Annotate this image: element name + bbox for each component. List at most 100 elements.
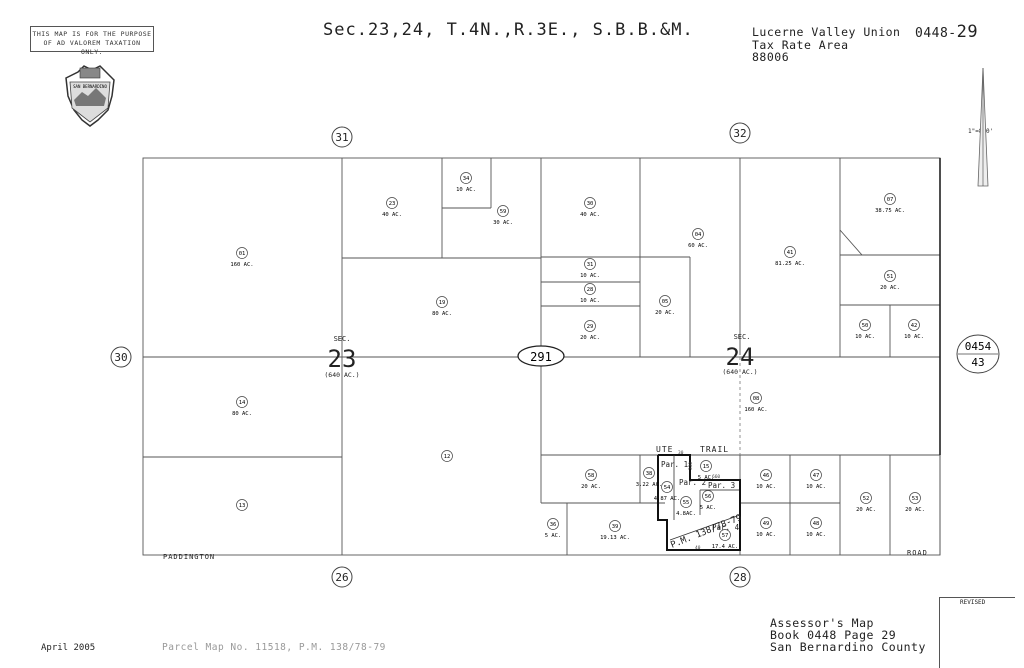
- par-4-label: Par. 4: [712, 523, 740, 532]
- parcel-number: 05: [662, 299, 669, 305]
- parcel-number-circle: [692, 228, 704, 240]
- adjacent-section-28: 28: [733, 571, 746, 584]
- road-road: ROAD: [907, 549, 928, 557]
- adjacent-section-32: 32: [733, 127, 746, 140]
- parcel-acreage: 20 AC.: [581, 484, 601, 490]
- map-title: Sec.23,24, T.4N.,R.3E., S.B.B.&M.: [323, 20, 694, 40]
- parcel-number-circle: [750, 392, 762, 404]
- dim-40: 40: [695, 545, 701, 551]
- parcel-number-circle: [609, 520, 621, 532]
- road-paddington: PADDINGTON: [163, 553, 215, 561]
- parcel-number: 19: [439, 300, 446, 306]
- parcel-number-circle: [700, 460, 712, 472]
- parcel-number: 08: [753, 396, 760, 402]
- parcel-acreage: 81.25 AC.: [775, 261, 805, 267]
- parcel-acreage: 17.4 AC.: [712, 544, 739, 550]
- parcel-number-circle: [909, 492, 921, 504]
- parcel-number-circle: [236, 396, 248, 408]
- seal-text: SAN BERNARDINO: [73, 84, 107, 89]
- parcel-number-circle: [584, 197, 596, 209]
- parcel-13: 13: [236, 499, 248, 511]
- section-24-number: 24: [726, 343, 755, 371]
- parcel-number: 15: [703, 464, 710, 470]
- parcel-number: 59: [500, 209, 507, 215]
- adjacent-section-26: 26: [335, 571, 348, 584]
- parcel-number-circle: [547, 518, 559, 530]
- revised-box: [939, 597, 1015, 668]
- parcel-number-circle: [760, 469, 772, 481]
- assessor-county: San Bernardino County: [770, 640, 926, 654]
- parcel-58: 58 20 AC.: [581, 469, 601, 490]
- parcel-number-circle: [236, 499, 248, 511]
- adjacent-section-30: 30: [114, 351, 127, 364]
- parcel-number: 57: [722, 533, 729, 539]
- section-24-label: SEC.: [734, 333, 751, 341]
- parcel-number: 14: [239, 400, 246, 406]
- parcel-acreage: 10 AC.: [756, 484, 776, 490]
- parcel-number: 52: [863, 496, 870, 502]
- par-2-label: Par. 2: [679, 478, 706, 487]
- parcel-acreage: 10 AC.: [580, 273, 600, 279]
- section-23-acres: (640 AC.): [324, 371, 359, 379]
- section-24-acres: (640 AC.): [722, 368, 757, 376]
- parcel-number-circle: [859, 319, 871, 331]
- parcel-acreage: 10 AC.: [904, 334, 924, 340]
- parcel-number-circle: [584, 258, 596, 270]
- parcel-number-circle: [810, 517, 822, 529]
- parcel-acreage: 20 AC.: [880, 285, 900, 291]
- parcel-number: 13: [239, 503, 246, 509]
- parcel-number: 46: [763, 473, 770, 479]
- adjacent-map-book: 0454: [965, 340, 992, 353]
- map-date: April 2005: [41, 643, 96, 653]
- parcel-acreage: 10 AC.: [456, 187, 476, 193]
- disclaimer-line-1: THIS MAP IS FOR THE PURPOSE: [32, 30, 152, 38]
- parcel-number: 28: [587, 287, 594, 293]
- parcel-number-circle: [497, 205, 509, 217]
- parcel-acreage: 5 AC.: [700, 505, 717, 511]
- revised-label: REVISED: [960, 599, 986, 606]
- parcel-acreage: 40 AC.: [382, 212, 402, 218]
- dim-330: 330: [688, 462, 694, 470]
- parcel-number: 48: [813, 521, 820, 527]
- parcel-number: 58: [588, 473, 595, 479]
- parcel-number-circle: [460, 172, 472, 184]
- road-shield: 291: [517, 345, 565, 367]
- parcel-number-circle: [386, 197, 398, 209]
- assessor-title: Assessor's Map: [770, 616, 874, 630]
- assessor-block: Assessor's Map Book 0448 Page 29 San Ber…: [770, 617, 926, 653]
- parcel-36: 365 AC.: [545, 518, 561, 539]
- tra-label: Tax Rate Area: [752, 37, 849, 52]
- parcel-number-circle: [584, 320, 596, 332]
- parcel-number: 42: [911, 323, 918, 329]
- parcel-42: 42 10 AC.: [904, 319, 924, 340]
- parcel-acreage: 160 AC.: [230, 262, 253, 268]
- road-trail: TRAIL: [700, 445, 729, 454]
- parcel-acreage: 20 AC.: [905, 507, 925, 513]
- parcel-number-circle: [585, 469, 597, 481]
- parcel-acreage: 80 AC.: [232, 411, 252, 417]
- parcel-number: 12: [444, 454, 451, 460]
- parcel-54: 544.87 AC.: [654, 481, 681, 502]
- parcel-number-circle: [760, 517, 772, 529]
- parcel-number-circle: [719, 529, 731, 541]
- tra-district: Lucerne Valley Union: [752, 25, 901, 39]
- parcel-number-circle: [908, 319, 920, 331]
- dim-30: 30: [678, 450, 684, 456]
- parcel-56: 565 AC.: [700, 490, 717, 511]
- parcel-number-circle: [236, 247, 248, 259]
- road-number: 291: [530, 350, 552, 364]
- parcel-acreage: 5 AC.: [698, 475, 715, 481]
- parcel-acreage: 38.75 AC.: [875, 208, 905, 214]
- parcel-number-circle: [860, 492, 872, 504]
- parcel-acreage: 4.87 AC.: [654, 496, 681, 502]
